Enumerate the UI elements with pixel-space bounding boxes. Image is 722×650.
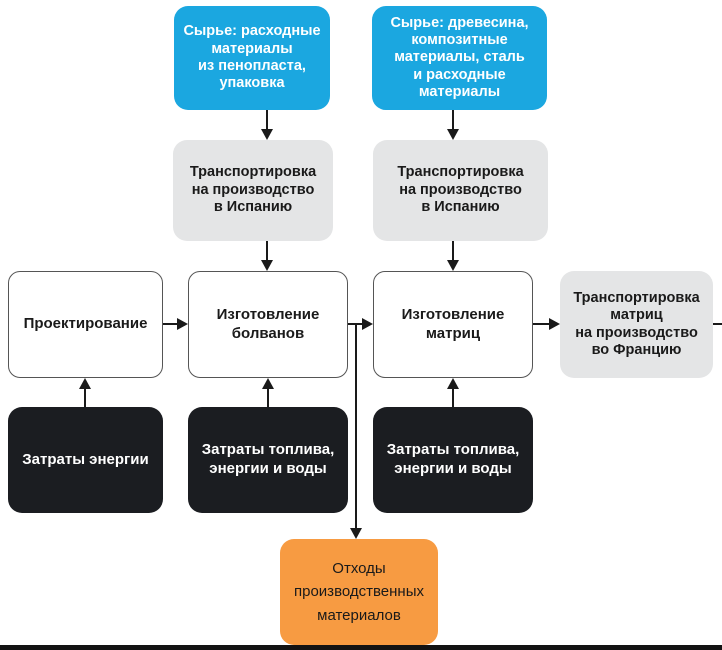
node-molds-production: Изготовление матриц [373,271,533,378]
node-raw-materials-foam: Сырье: расходные материалы из пенопласта… [174,6,330,110]
node-blanks-production-label: Изготовление болванов [216,305,320,342]
arrow-energy-costs-to-design-icon [79,378,91,407]
arrow-foam-to-transport-spain-1-icon [261,110,273,140]
node-fuel-energy-water-costs-2: Затраты топлива, энергии и воды [373,407,533,513]
node-raw-materials-wood: Сырье: древесина, композитные материалы,… [372,6,547,110]
arrow-blanks-to-molds-icon [348,318,373,330]
node-transport-spain-1: Транспортировка на производство в Испани… [173,140,333,241]
node-transport-spain-2-label: Транспортировка на производство в Испани… [397,164,524,216]
arrow-branch-to-waste-icon [350,324,362,539]
node-transport-france-label: Транспортировка матриц на производство в… [573,289,700,358]
node-transport-spain-1-label: Транспортировка на производство в Испани… [189,164,317,216]
arrow-fuel-costs-1-to-blanks-icon [262,378,274,407]
bottom-border-bar [0,645,722,650]
arrow-fuel-costs-2-to-molds-icon [447,378,459,407]
node-fuel-energy-water-costs-1-label: Затраты топлива, энергии и воды [201,441,335,477]
arrow-wood-to-transport-spain-2-icon [447,110,459,140]
arrow-transport-spain-2-to-molds-icon [447,241,459,271]
node-fuel-energy-water-costs-1: Затраты топлива, энергии и воды [188,407,348,513]
node-transport-spain-2: Транспортировка на производство в Испани… [373,140,548,241]
node-design: Проектирование [8,271,163,378]
node-raw-materials-wood-label: Сырье: древесина, композитные материалы,… [390,14,529,101]
arrow-molds-to-transport-france-icon [533,318,560,330]
node-energy-costs: Затраты энергии [8,407,163,513]
node-waste: Отходы производственных материалов [280,539,438,645]
node-waste-label: Отходы производственных материалов [294,560,424,624]
arrow-transport-spain-1-to-blanks-icon [261,241,273,271]
node-molds-production-label: Изготовление матриц [401,305,505,342]
node-raw-materials-foam-label: Сырье: расходные материалы из пенопласта… [183,23,321,92]
node-fuel-energy-water-costs-2-label: Затраты топлива, энергии и воды [386,441,520,477]
arrow-design-to-blanks-icon [163,318,188,330]
node-energy-costs-label: Затраты энергии [22,450,149,468]
node-design-label: Проектирование [23,315,148,333]
node-transport-france: Транспортировка матриц на производство в… [560,271,713,378]
node-blanks-production: Изготовление болванов [188,271,348,378]
